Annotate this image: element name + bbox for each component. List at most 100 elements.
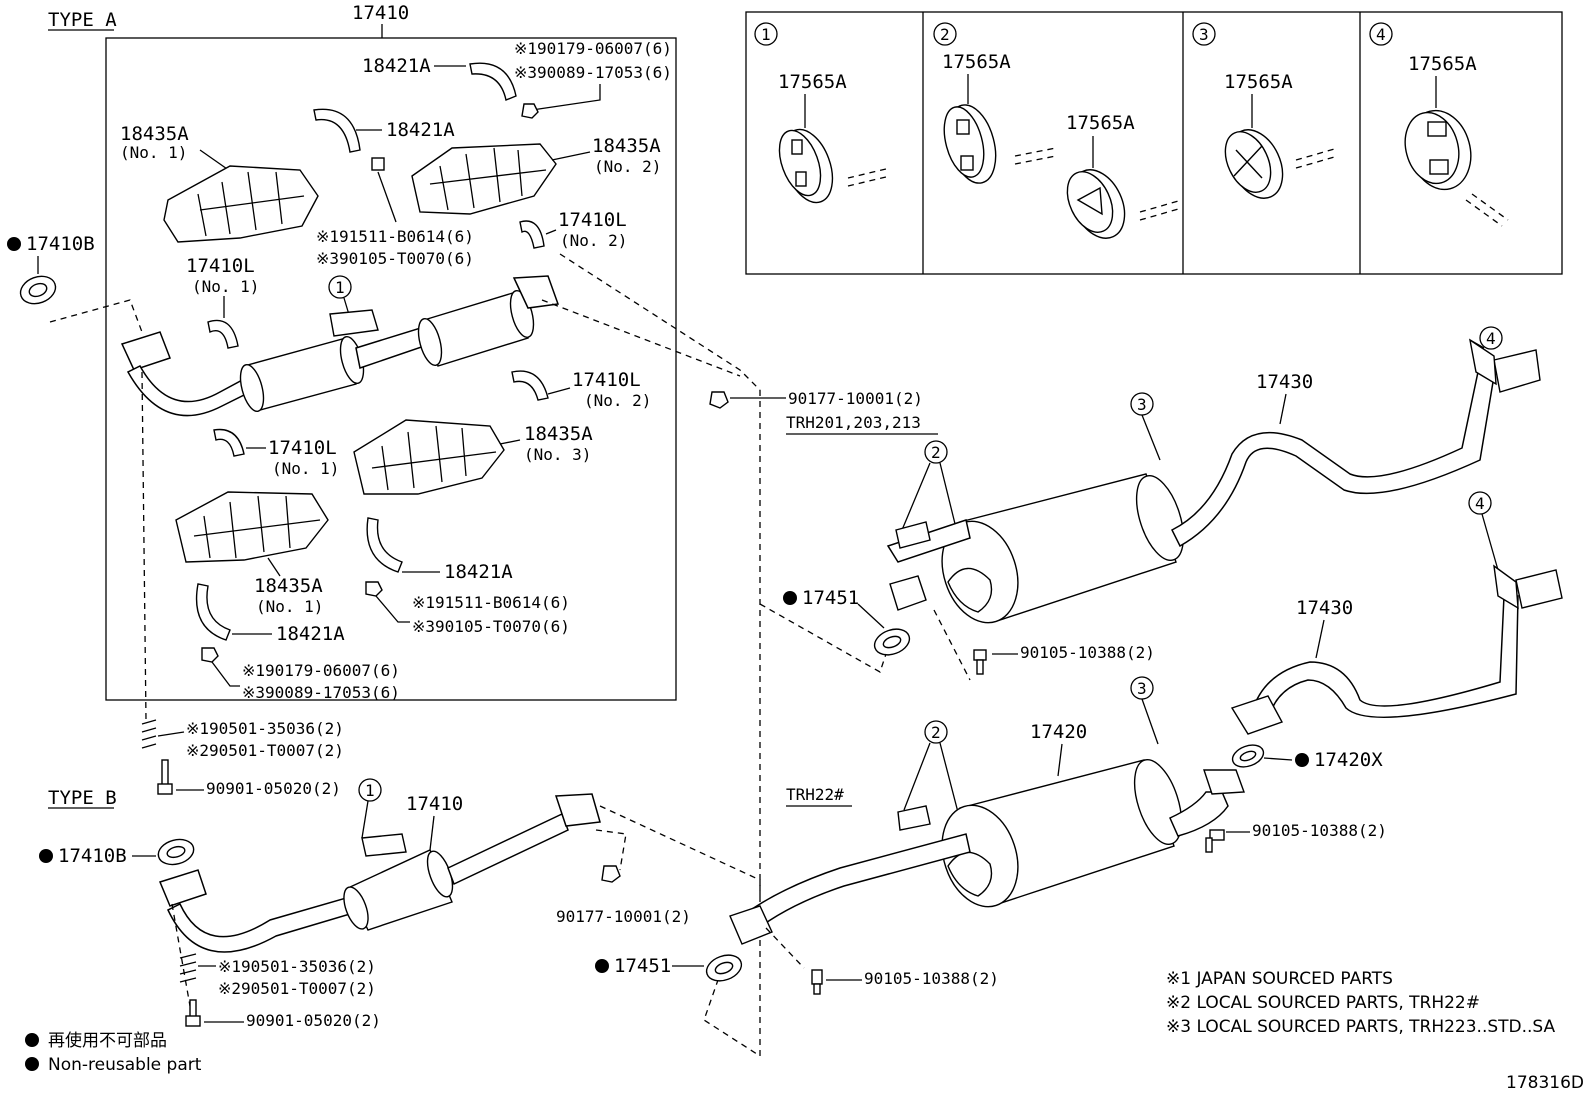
clamp-17410l-icon xyxy=(511,370,549,401)
clamp-18421a-icon xyxy=(195,583,231,641)
note-1: ※1 JAPAN SOURCED PARTS xyxy=(1166,969,1393,989)
label-18435a-no3: 18435A xyxy=(524,423,593,445)
type-b-assembly-number: 17410 xyxy=(406,793,463,815)
nut-icon xyxy=(201,647,219,663)
muffler-top-label: 17430 xyxy=(1256,371,1313,393)
note-290501-a: ※290501-T0007(2) xyxy=(186,741,344,760)
label-18435a-no1-low-sub: (No. 1) xyxy=(256,597,323,616)
callout-4-top: 4 xyxy=(1486,329,1496,348)
inset-panel-1-label: 17565A xyxy=(778,71,847,93)
label-17410l-no1-top-sub: (No. 1) xyxy=(192,277,259,296)
bolt-top-label: 90105-10388(2) xyxy=(1020,643,1155,662)
label-17410l-no1-top: 17410L xyxy=(186,255,255,277)
nut-icon xyxy=(709,391,729,409)
note-390105-top: ※390105-T0070(6) xyxy=(316,249,474,268)
front-pipe-type-b xyxy=(158,793,601,953)
nut-icon xyxy=(521,103,539,119)
heat-insulator-icon xyxy=(175,491,329,563)
gasket-icon xyxy=(705,954,743,982)
rubber-hanger-icon xyxy=(943,104,997,184)
clamp-17410l-icon xyxy=(213,428,245,457)
gasket-icon xyxy=(157,838,195,866)
legend-bullet xyxy=(25,1033,39,1047)
label-18421a-mid: 18421A xyxy=(386,119,455,141)
non-reusable-marker xyxy=(783,591,797,605)
bolt-icon xyxy=(973,649,987,675)
bolt-icon xyxy=(157,759,173,795)
type-b-label: TYPE B xyxy=(48,787,117,809)
spring-icon xyxy=(179,953,197,983)
label-17410l-no2-top-sub: (No. 2) xyxy=(560,231,627,250)
rubber-hanger-icon xyxy=(1404,109,1472,191)
clamp-18421a-icon xyxy=(469,62,517,101)
label-18435a-no3-sub: (No. 3) xyxy=(524,445,591,464)
callout-4-mid: 4 xyxy=(1475,494,1485,513)
gasket-icon xyxy=(873,628,911,656)
type-a-assembly-number: 17410 xyxy=(352,2,409,24)
non-reusable-marker xyxy=(1295,753,1309,767)
note-290501-b: ※290501-T0007(2) xyxy=(218,979,376,998)
bolt-icon xyxy=(1205,829,1225,853)
bolt-mid-label: 90105-10388(2) xyxy=(1252,821,1387,840)
bolt-a-label: 90901-05020(2) xyxy=(206,779,341,798)
clamp-18421a-icon xyxy=(313,108,361,153)
note-190179-top: ※190179-06007(6) xyxy=(514,39,672,58)
inset-panel-4-label: 17565A xyxy=(1408,53,1477,75)
non-reusable-marker xyxy=(595,959,609,973)
non-reusable-marker xyxy=(7,237,21,251)
rubber-hanger-icon xyxy=(778,128,834,204)
bolt-low-label: 90105-10388(2) xyxy=(864,969,999,988)
inset-panel-1-number: 1 xyxy=(761,25,771,44)
label-18421a-top: 18421A xyxy=(362,55,431,77)
muffler-mid-label: 17430 xyxy=(1296,597,1353,619)
heat-insulator-icon xyxy=(353,419,505,495)
legend-jp: 再使用不可部品 xyxy=(48,1030,167,1051)
hanger-inset: 1 17565A 2 17565A 17565A 3 xyxy=(745,11,1563,275)
nut-b-label: 90177-10001(2) xyxy=(556,907,691,926)
label-17410l-no2-top: 17410L xyxy=(558,209,627,231)
heat-insulator-icon xyxy=(411,143,557,215)
note-2: ※2 LOCAL SOURCED PARTS, TRH22# xyxy=(1166,993,1480,1013)
bolt-icon xyxy=(185,999,201,1027)
non-reusable-marker xyxy=(39,849,53,863)
nut-icon xyxy=(365,581,383,597)
note-390089-low: ※390089-17053(6) xyxy=(242,683,400,702)
inset-panel-4-number: 4 xyxy=(1376,25,1386,44)
note-190501-a: ※190501-35036(2) xyxy=(186,719,344,738)
center-pipe-label: 17420 xyxy=(1030,721,1087,743)
type-a-label: TYPE A xyxy=(48,9,117,31)
inset-panel-3-number: 3 xyxy=(1199,25,1209,44)
note-191511-low: ※191511-B0614(6) xyxy=(412,593,570,612)
label-18435a-no1-low: 18435A xyxy=(254,575,323,597)
inset-panel-3-label: 17565A xyxy=(1224,71,1293,93)
legend-bullet xyxy=(25,1057,39,1071)
callout-3-low: 3 xyxy=(1137,679,1147,698)
gasket-top-label: 17451 xyxy=(802,587,859,609)
label-18435a-no1-sub: (No. 1) xyxy=(120,143,187,162)
callout-2-low: 2 xyxy=(931,723,941,742)
clamp-17410l-icon xyxy=(519,220,545,249)
gasket-icon xyxy=(1231,744,1265,768)
rubber-hanger-icon xyxy=(1066,169,1126,239)
bolt-icon xyxy=(811,969,823,995)
nut-icon xyxy=(601,865,621,883)
note-390105-low: ※390105-T0070(6) xyxy=(412,617,570,636)
label-17410l-no1-mid-sub: (No. 1) xyxy=(272,459,339,478)
bolt-icon xyxy=(371,157,385,171)
bolt-b-label: 90901-05020(2) xyxy=(246,1011,381,1030)
callout-2-top: 2 xyxy=(931,443,941,462)
note-390089-top: ※390089-17053(6) xyxy=(514,63,672,82)
muffler-upper xyxy=(886,338,1541,624)
callout-1-type-b: 1 xyxy=(365,781,375,800)
rubber-hanger-icon xyxy=(1224,129,1284,199)
label-18421a-low1: 18421A xyxy=(444,561,513,583)
variant-low-label: TRH22# xyxy=(786,785,844,804)
gasket-420x-label: 17420X xyxy=(1314,749,1383,771)
inset-panel-2-label-a: 17565A xyxy=(942,51,1011,73)
label-18435a-no2-sub: (No. 2) xyxy=(594,157,661,176)
label-17410l-no1-mid: 17410L xyxy=(268,437,337,459)
label-17410l-no2-mid: 17410L xyxy=(572,369,641,391)
note-190501-b: ※190501-35036(2) xyxy=(218,957,376,976)
label-17410b-a: 17410B xyxy=(26,233,95,255)
